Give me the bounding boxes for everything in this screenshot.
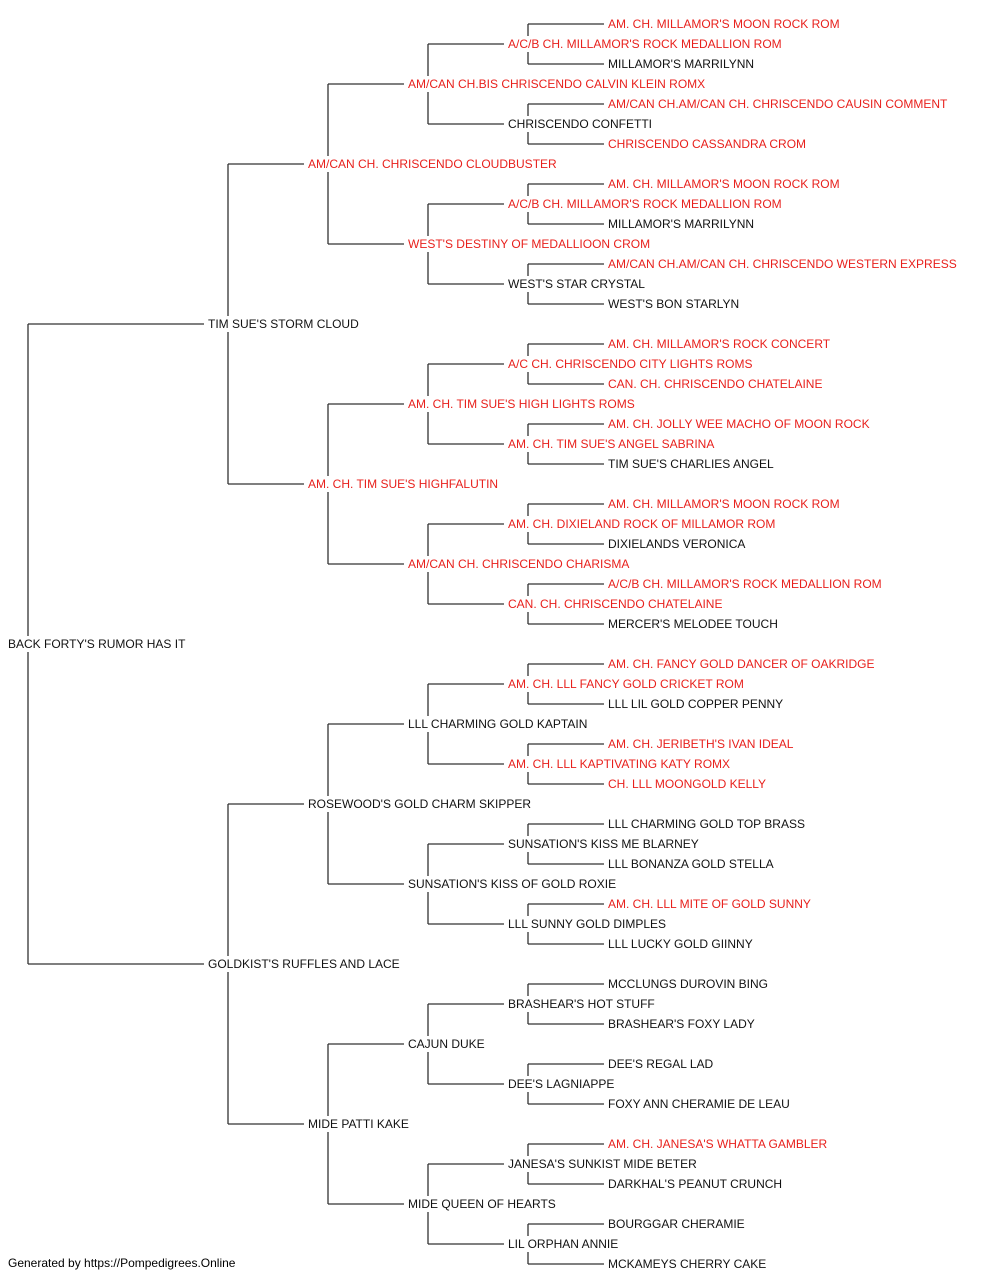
subject-dog-name-sire-dam-sire-dam-dam: TIM SUE'S CHARLIES ANGEL (608, 457, 774, 471)
subject-dog-name-dam-sire-dam: SUNSATION'S KISS OF GOLD ROXIE (408, 877, 616, 891)
subject-dog-name-sire-sire-sire: AM/CAN CH.BIS CHRISCENDO CALVIN KLEIN RO… (408, 77, 705, 91)
subject-dog-name-sire-dam-sire-dam: AM. CH. TIM SUE'S ANGEL SABRINA (508, 437, 714, 451)
subject-dog-name-sire-dam-sire-dam-sire: AM. CH. JOLLY WEE MACHO OF MOON ROCK (608, 417, 870, 431)
subject-dog-name-dam-sire-sire: LLL CHARMING GOLD KAPTAIN (408, 717, 587, 731)
subject-dog-name-sire-dam-dam-dam-sire: A/C/B CH. MILLAMOR'S ROCK MEDALLION ROM (608, 577, 882, 591)
subject-dog-name-sire-sire-dam-sire-sire: AM. CH. MILLAMOR'S MOON ROCK ROM (608, 177, 840, 191)
subject-dog-name-dam-sire-sire-sire: AM. CH. LLL FANCY GOLD CRICKET ROM (508, 677, 744, 691)
subject-dog-name-sire-dam-dam-sire-sire: AM. CH. MILLAMOR'S MOON ROCK ROM (608, 497, 840, 511)
subject-dog-name-sire-sire-sire-sire: A/C/B CH. MILLAMOR'S ROCK MEDALLION ROM (508, 37, 782, 51)
subject-dog-name-dam-dam-sire-dam-sire: DEE'S REGAL LAD (608, 1057, 714, 1071)
subject-dog-name-dam-sire-dam-dam-dam: LLL LUCKY GOLD GIINNY (608, 937, 753, 951)
subject-dog-name-sire: TIM SUE'S STORM CLOUD (208, 317, 359, 331)
subject-dog-name-dam-sire-dam-sire-sire: LLL CHARMING GOLD TOP BRASS (608, 817, 805, 831)
subject-dog-name-dam-dam-sire-dam-dam: FOXY ANN CHERAMIE DE LEAU (608, 1097, 790, 1111)
subject-dog-name-sire-sire-sire-sire-sire: AM. CH. MILLAMOR'S MOON ROCK ROM (608, 17, 840, 31)
subject-dog-name-sire-sire-dam-sire-dam: MILLAMOR'S MARRILYNN (608, 217, 754, 231)
subject-dog-name-sire-sire-sire-sire-dam: MILLAMOR'S MARRILYNN (608, 57, 754, 71)
subject-dog-name-sire-sire-dam-dam-sire: AM/CAN CH.AM/CAN CH. CHRISCENDO WESTERN … (608, 257, 957, 271)
subject-dog-name-dam-sire-sire-dam: AM. CH. LLL KAPTIVATING KATY ROMX (508, 757, 730, 771)
subject-dog-name-sire-dam-sire-sire-dam: CAN. CH. CHRISCENDO CHATELAINE (608, 377, 822, 391)
subject-dog-name-dam-dam-dam-sire-dam: DARKHAL'S PEANUT CRUNCH (608, 1177, 782, 1191)
subject-dog-name-sire-sire-dam-sire: A/C/B CH. MILLAMOR'S ROCK MEDALLION ROM (508, 197, 782, 211)
subject-dog-name-sire-sire-sire-dam: CHRISCENDO CONFETTI (508, 117, 652, 131)
subject-dog-name-dam-dam-dam-sire: JANESA'S SUNKIST MIDE BETER (508, 1157, 697, 1171)
subject-dog-name-sire-dam-sire: AM. CH. TIM SUE'S HIGH LIGHTS ROMS (408, 397, 635, 411)
subject-dog-name-dam-dam-dam-dam: LIL ORPHAN ANNIE (508, 1237, 618, 1251)
subject-dog-name-sire-sire-dam-dam-dam: WEST'S BON STARLYN (608, 297, 739, 311)
subject-dog-name-sire-dam: AM. CH. TIM SUE'S HIGHFALUTIN (308, 477, 498, 491)
subject-dog-name-dam-sire-dam-sire: SUNSATION'S KISS ME BLARNEY (508, 837, 699, 851)
subject-dog-name-sire-dam-sire-sire: A/C CH. CHRISCENDO CITY LIGHTS ROMS (508, 357, 752, 371)
subject-dog-name-dam-sire: ROSEWOOD'S GOLD CHARM SKIPPER (308, 797, 531, 811)
subject-dog-name-sire-dam-dam-sire-dam: DIXIELANDS VERONICA (608, 537, 745, 551)
subject-dog-name-dam-dam-sire-dam: DEE'S LAGNIAPPE (508, 1077, 614, 1091)
subject-dog-name-dam-dam-dam-dam-dam: MCKAMEYS CHERRY CAKE (608, 1257, 766, 1271)
subject-dog-name-dam-dam: MIDE PATTI KAKE (308, 1117, 409, 1131)
subject-dog-name-dam-sire-dam-sire-dam: LLL BONANZA GOLD STELLA (608, 857, 774, 871)
subject-dog-name: BACK FORTY'S RUMOR HAS IT (8, 637, 186, 651)
subject-dog-name-dam-sire-sire-sire-sire: AM. CH. FANCY GOLD DANCER OF OAKRIDGE (608, 657, 874, 671)
subject-dog-name-dam-dam-dam-sire-sire: AM. CH. JANESA'S WHATTA GAMBLER (608, 1137, 828, 1151)
subject-dog-name-sire-sire: AM/CAN CH. CHRISCENDO CLOUDBUSTER (308, 157, 557, 171)
subject-dog-name-sire-dam-dam-dam-dam: MERCER'S MELODEE TOUCH (608, 617, 778, 631)
subject-dog-name-sire-sire-sire-dam-dam: CHRISCENDO CASSANDRA CROM (608, 137, 806, 151)
subject-dog-name-sire-dam-sire-sire-sire: AM. CH. MILLAMOR'S ROCK CONCERT (608, 337, 831, 351)
subject-dog-name-sire-sire-sire-dam-sire: AM/CAN CH.AM/CAN CH. CHRISCENDO CAUSIN C… (608, 97, 948, 111)
subject-dog-name-sire-dam-dam-sire: AM. CH. DIXIELAND ROCK OF MILLAMOR ROM (508, 517, 775, 531)
subject-dog-name-sire-dam-dam: AM/CAN CH. CHRISCENDO CHARISMA (408, 557, 629, 571)
subject-dog-name-dam-dam-sire: CAJUN DUKE (408, 1037, 485, 1051)
subject-dog-name-dam-sire-dam-dam-sire: AM. CH. LLL MITE OF GOLD SUNNY (608, 897, 811, 911)
subject-dog-name-sire-dam-dam-dam: CAN. CH. CHRISCENDO CHATELAINE (508, 597, 722, 611)
subject-dog-name-dam-sire-dam-dam: LLL SUNNY GOLD DIMPLES (508, 917, 666, 931)
subject-dog-name-dam-dam-sire-sire-sire: MCCLUNGS DUROVIN BING (608, 977, 768, 991)
subject-dog-name-dam: GOLDKIST'S RUFFLES AND LACE (208, 957, 400, 971)
subject-dog-name-dam-sire-sire-sire-dam: LLL LIL GOLD COPPER PENNY (608, 697, 783, 711)
subject-dog-name-sire-sire-dam-dam: WEST'S STAR CRYSTAL (508, 277, 645, 291)
subject-dog-name-dam-dam-dam: MIDE QUEEN OF HEARTS (408, 1197, 556, 1211)
subject-dog-name-dam-dam-dam-dam-sire: BOURGGAR CHERAMIE (608, 1217, 745, 1231)
subject-dog-name-sire-sire-dam: WEST'S DESTINY OF MEDALLIOON CROM (408, 237, 650, 251)
footer-credit: Generated by https://Pompedigrees.Online (8, 1256, 236, 1270)
subject-dog-name-dam-dam-sire-sire-dam: BRASHEAR'S FOXY LADY (608, 1017, 755, 1031)
subject-dog-name-dam-dam-sire-sire: BRASHEAR'S HOT STUFF (508, 997, 655, 1011)
subject-dog-name-dam-sire-sire-dam-sire: AM. CH. JERIBETH'S IVAN IDEAL (608, 737, 794, 751)
subject-dog-name-dam-sire-sire-dam-dam: CH. LLL MOONGOLD KELLY (608, 777, 766, 791)
